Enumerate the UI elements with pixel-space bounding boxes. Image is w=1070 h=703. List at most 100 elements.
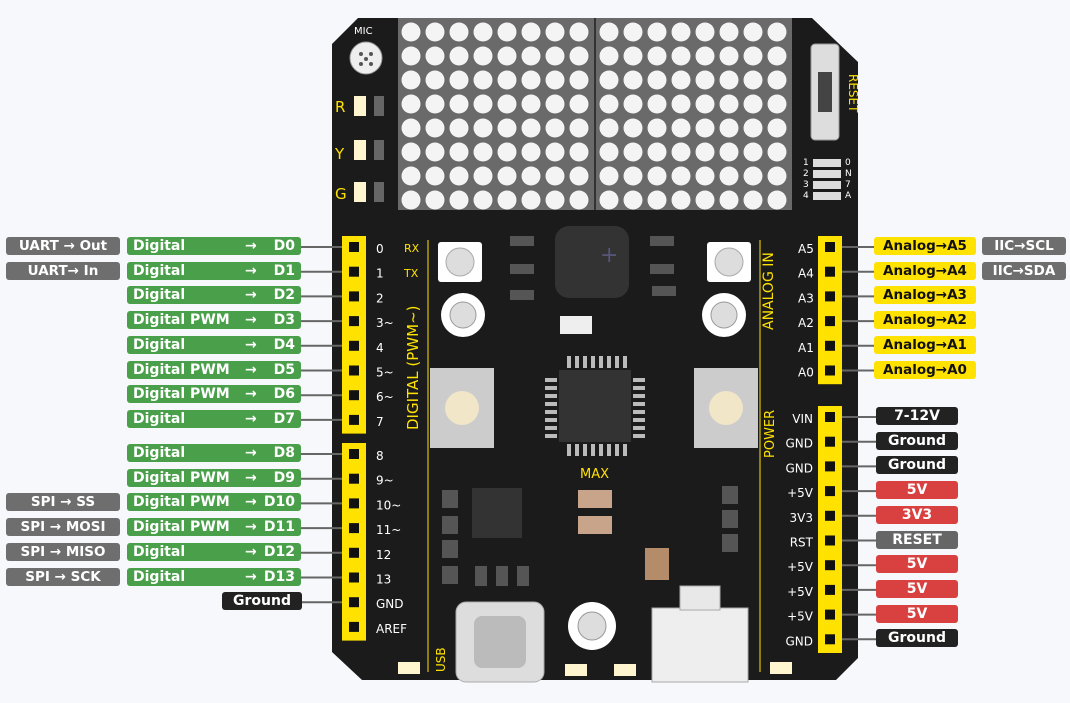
analog-pin-tag[interactable]: Analog→A1 <box>874 335 976 354</box>
matrix-led <box>521 70 541 90</box>
matrix-led <box>695 46 715 66</box>
matrix-led <box>719 190 739 210</box>
digital-pin-tag[interactable]: Digital PWM→D9 <box>127 468 301 487</box>
pin-hole <box>349 473 359 484</box>
power-pin-tag[interactable]: Ground <box>876 456 958 475</box>
power-pin-tag[interactable]: 5V <box>876 481 958 500</box>
status-led-pad <box>374 140 384 160</box>
mcu-pin <box>607 444 611 456</box>
bottom-led <box>398 662 420 674</box>
smd-part <box>496 566 508 586</box>
analog-pin-label: A3 <box>798 291 814 305</box>
iic-tag[interactable]: IIC→SCL <box>982 237 1066 255</box>
power-pin-label: +5V <box>787 585 814 599</box>
analog-pin-tag[interactable]: Analog→A0 <box>874 360 976 379</box>
power-pin-tag[interactable]: 3V3 <box>876 505 958 524</box>
matrix-led <box>569 142 589 162</box>
smd-part <box>722 486 738 504</box>
extra-function-tag[interactable]: SPI → MISO <box>6 542 120 561</box>
power-pin-tag[interactable]: 5V <box>876 579 958 598</box>
digital-pin-tag[interactable]: Digital→D4 <box>127 335 301 354</box>
dip-slider[interactable] <box>813 181 841 189</box>
pin-number-label: 6~ <box>376 390 394 404</box>
extra-function-tag[interactable]: SPI → MOSI <box>6 518 120 537</box>
matrix-led <box>521 118 541 138</box>
matrix-led <box>647 190 667 210</box>
extra-function-tag[interactable]: SPI → SCK <box>6 567 120 586</box>
pin-hole <box>825 535 835 546</box>
smd-part <box>442 516 458 534</box>
mcu-pin <box>583 444 587 456</box>
matrix-led <box>569 70 589 90</box>
analog-pin-tag[interactable]: Analog→A2 <box>874 311 976 330</box>
matrix-led <box>569 118 589 138</box>
digital-pin-tag[interactable]: Digital→D8 <box>127 444 301 462</box>
header-analog <box>818 236 842 385</box>
matrix-led <box>599 166 619 186</box>
digital-pin-tag[interactable]: Digital→D7 <box>127 409 301 428</box>
matrix-led <box>545 70 565 90</box>
matrix-led <box>401 46 421 66</box>
matrix-led <box>647 166 667 186</box>
pin-number-label: 11~ <box>376 523 401 537</box>
extra-function-tag[interactable]: UART→ In <box>6 261 120 280</box>
matrix-led <box>401 190 421 210</box>
analog-pin-tag[interactable]: Analog→A3 <box>874 286 976 305</box>
tantalum-cap <box>645 548 669 580</box>
power-pin-tag[interactable]: 5V <box>876 604 958 623</box>
dip-label: A <box>845 191 852 201</box>
analog-pin-tag[interactable]: Analog→A4 <box>874 261 976 280</box>
led-g-label: G <box>335 185 347 203</box>
pin-number-label: 12 <box>376 548 391 562</box>
matrix-led <box>599 118 619 138</box>
dip-slider[interactable] <box>813 159 841 167</box>
dip-slider[interactable] <box>813 192 841 200</box>
matrix-led <box>545 166 565 186</box>
dip-slider[interactable] <box>813 170 841 178</box>
digital-pin-tag[interactable]: Digital→D0 <box>127 237 301 255</box>
matrix-led <box>545 22 565 42</box>
extra-function-tag[interactable]: SPI → SS <box>6 493 120 512</box>
digital-pin-tag[interactable]: Digital→D1 <box>127 261 301 280</box>
matrix-led <box>425 94 445 114</box>
matrix-led <box>719 22 739 42</box>
arrow-icon: → <box>245 469 257 486</box>
analog-pin-label: A1 <box>798 341 814 355</box>
matrix-led <box>647 142 667 162</box>
pin-hole <box>349 621 359 632</box>
pin-hole <box>349 572 359 583</box>
tag-port: D8 <box>273 445 295 461</box>
matrix-led <box>497 142 517 162</box>
ground-tag[interactable]: Ground <box>222 592 302 611</box>
pin-hole <box>349 547 359 558</box>
power-pin-tag[interactable]: Ground <box>876 431 958 450</box>
digital-pin-tag[interactable]: Digital→D12 <box>127 542 301 561</box>
power-pin-tag[interactable]: Ground <box>876 629 958 648</box>
matrix-led <box>671 118 691 138</box>
matrix-led <box>449 142 469 162</box>
power-pin-tag[interactable]: 5V <box>876 555 958 574</box>
matrix-led <box>497 118 517 138</box>
power-pin-tag[interactable]: RESET <box>876 530 958 549</box>
digital-pin-tag[interactable]: Digital PWM→D5 <box>127 360 301 379</box>
power-pin-tag[interactable]: 7-12V <box>876 407 958 425</box>
digital-pin-tag[interactable]: Digital→D13 <box>127 567 301 586</box>
digital-pin-tag[interactable]: Digital PWM→D3 <box>127 311 301 330</box>
digital-pin-tag[interactable]: Digital→D2 <box>127 286 301 305</box>
digital-pin-tag[interactable]: Digital PWM→D10 <box>127 493 301 512</box>
mic-hole <box>369 52 373 56</box>
pin-number-label: AREF <box>376 622 407 636</box>
status-led-pad <box>374 182 384 202</box>
extra-function-tag[interactable]: UART → Out <box>6 237 120 255</box>
digital-pin-tag[interactable]: Digital PWM→D11 <box>127 518 301 537</box>
led-y-label: Y <box>335 145 345 163</box>
iic-tag[interactable]: IIC→SDA <box>982 261 1066 280</box>
analog-pin-tag[interactable]: Analog→A5 <box>874 237 976 255</box>
digital-pin-tag[interactable]: Digital PWM→D6 <box>127 385 301 404</box>
matrix-led <box>671 22 691 42</box>
header-digital-8-13 <box>342 443 366 641</box>
push-button-cap <box>709 391 743 425</box>
pin-hole <box>825 486 835 497</box>
buzzer-plus: + <box>600 243 618 268</box>
